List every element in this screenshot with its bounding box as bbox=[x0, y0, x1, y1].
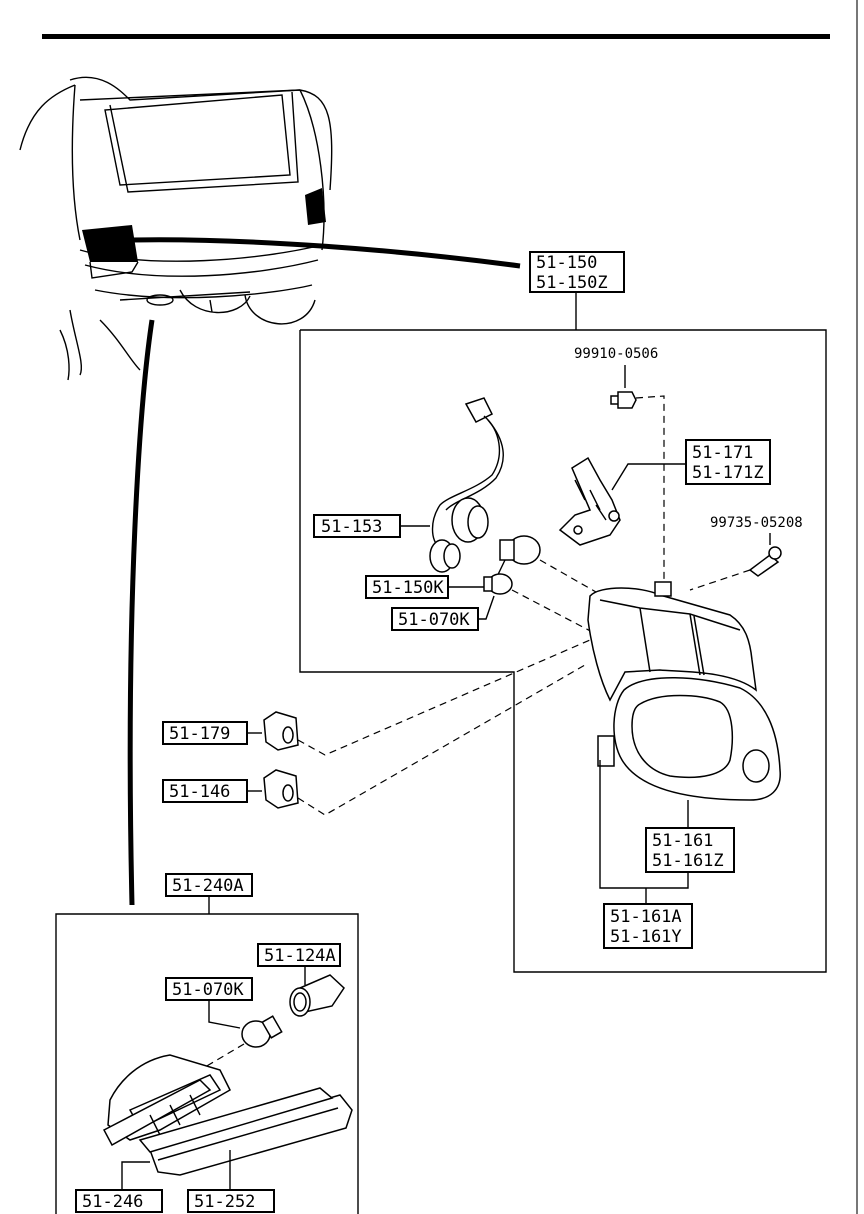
label-clip-upper: 51-179 bbox=[162, 721, 262, 745]
label-lens-alt: 51-161A 51-161Y bbox=[599, 760, 693, 949]
label-lens-2: 51-161Z bbox=[652, 851, 724, 871]
label-bulb-large-text: 51-150K bbox=[372, 578, 444, 598]
label-main-assembly-1: 51-150 bbox=[536, 253, 597, 273]
vehicle-rear-illustration bbox=[19, 76, 333, 381]
label-bracket: 51-171 51-171Z bbox=[611, 439, 771, 491]
label-bulb-small-text: 51-070K bbox=[398, 610, 470, 630]
label-clip-upper-text: 51-179 bbox=[169, 724, 230, 744]
license-housing-part bbox=[102, 1054, 231, 1147]
label-bulb-small: 51-070K bbox=[391, 595, 495, 631]
label-screw: 99735-05208 bbox=[710, 515, 803, 531]
label-license-lens: 51-252 bbox=[187, 1150, 275, 1213]
label-bracket-1: 51-171 bbox=[692, 443, 753, 463]
license-bulb-part bbox=[199, 1015, 283, 1071]
bulb-small-part bbox=[483, 573, 601, 637]
pointer-line-license-lamp bbox=[127, 319, 155, 906]
label-clip-lower-text: 51-146 bbox=[169, 782, 230, 802]
label-lens: 51-161 51-161Z bbox=[645, 800, 735, 873]
label-license-socket: 51-124A bbox=[257, 943, 341, 985]
label-lens-1: 51-161 bbox=[652, 831, 713, 851]
bolt-part bbox=[610, 365, 665, 586]
screw-part bbox=[689, 533, 782, 591]
header-rule bbox=[42, 34, 830, 39]
label-license-bulb-text: 51-070K bbox=[172, 980, 244, 1000]
pointer-line-tail-lamp bbox=[131, 237, 521, 269]
label-bracket-2: 51-171Z bbox=[692, 463, 764, 483]
tail-lamp-body bbox=[587, 581, 781, 801]
clip-upper-part bbox=[263, 639, 591, 756]
socket-harness-part bbox=[429, 397, 504, 573]
label-license-lamp-assembly: 51-240A bbox=[172, 876, 244, 896]
label-license-housing: 51-246 bbox=[75, 1161, 163, 1213]
label-license-socket-text: 51-124A bbox=[264, 946, 336, 966]
label-lens-alt-2: 51-161Y bbox=[610, 927, 682, 947]
bracket-part bbox=[558, 456, 621, 546]
label-main-assembly-2: 51-150Z bbox=[536, 273, 608, 293]
license-socket-part bbox=[289, 974, 345, 1017]
main-assembly-frame bbox=[299, 292, 827, 973]
bulb-large-part bbox=[499, 535, 611, 601]
label-license-housing-text: 51-246 bbox=[82, 1192, 143, 1212]
label-bolt: 99910-0506 bbox=[574, 346, 658, 362]
clip-lower-part bbox=[263, 664, 586, 816]
tail-lamp-right-highlight bbox=[305, 188, 326, 225]
label-main-assembly: 51-150 51-150Z bbox=[529, 251, 625, 293]
label-socket-harness: 51-153 bbox=[313, 514, 430, 538]
label-bulb-large: 51-150K bbox=[365, 559, 506, 599]
tail-lamp-left-highlight bbox=[82, 225, 138, 262]
license-lens-part bbox=[138, 1087, 353, 1176]
label-socket-harness-text: 51-153 bbox=[321, 517, 382, 537]
label-license-lens-text: 51-252 bbox=[194, 1192, 255, 1212]
label-clip-lower: 51-146 bbox=[162, 779, 262, 803]
label-lens-alt-1: 51-161A bbox=[610, 907, 682, 927]
license-lamp-assembly-frame: 51-240A bbox=[55, 873, 359, 1214]
label-license-bulb: 51-070K bbox=[165, 977, 253, 1029]
